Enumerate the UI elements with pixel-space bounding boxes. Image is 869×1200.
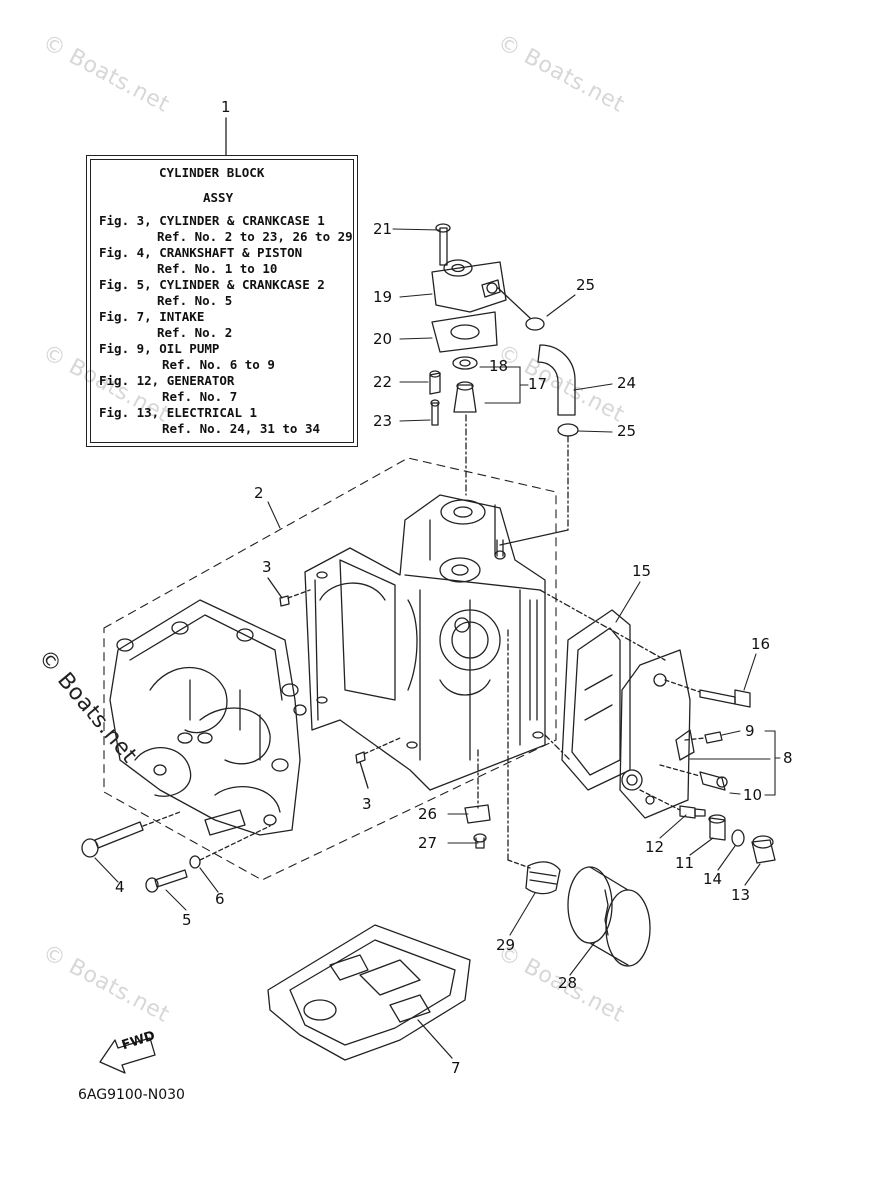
fwd-arrow-icon (99, 1037, 156, 1074)
callout-6: 6 (215, 890, 225, 908)
callout-1: 1 (221, 98, 231, 116)
dowel-pin-drawing (279, 595, 366, 764)
bolt-5-drawing (145, 869, 188, 893)
reference-legend-box-inner (90, 159, 354, 443)
callout-25: 25 (617, 422, 637, 440)
callout-24: 24 (617, 374, 637, 392)
callout-22: 22 (373, 373, 393, 391)
washer-6-drawing (189, 855, 201, 869)
callout-9: 9 (745, 722, 755, 740)
oil-filter-drawing (567, 866, 651, 967)
legend-line: Ref. No. 24, 31 to 34 (162, 421, 321, 436)
callout-17: 17 (528, 375, 548, 393)
legend-line: Ref. No. 2 (157, 325, 233, 340)
gasket-7-drawing (267, 924, 471, 1061)
legend-line: Fig. 7, INTAKE (99, 309, 205, 324)
legend-line: Fig. 4, CRANKSHAFT & PISTON (99, 245, 303, 260)
callout-13: 13 (731, 886, 751, 904)
reference-legend-box (86, 155, 358, 447)
callout-15: 15 (632, 562, 652, 580)
legend-line: Fig. 9, OIL PUMP (99, 341, 220, 356)
callout-25: 25 (576, 276, 596, 294)
callout-12: 12 (645, 838, 665, 856)
callout-19: 19 (373, 288, 393, 306)
thermostat-cover-drawing (429, 223, 531, 496)
callout-23: 23 (373, 412, 393, 430)
legend-line: Fig. 3, CYLINDER & CRANKCASE 1 (99, 213, 325, 228)
anode-drawing (464, 804, 491, 849)
legend-title: CYLINDER BLOCK (159, 165, 265, 180)
callout-7: 7 (451, 1059, 461, 1077)
callout-29: 29 (496, 936, 516, 954)
legend-line: Fig. 13, ELECTRICAL 1 (99, 405, 258, 420)
legend-subtitle: ASSY (203, 190, 234, 205)
crankcase-drawing (109, 599, 307, 836)
legend-line: Ref. No. 1 to 10 (157, 261, 278, 276)
bolt-4-drawing (81, 821, 144, 858)
callout-20: 20 (373, 330, 393, 348)
callout-2: 2 (254, 484, 264, 502)
callout-28: 28 (558, 974, 578, 992)
callout-21: 21 (373, 220, 393, 238)
callout-27: 27 (418, 834, 438, 852)
bolt-drawing (699, 689, 751, 791)
hose-drawing (499, 317, 579, 546)
callout-26: 26 (418, 805, 438, 823)
legend-line: Fig. 12, GENERATOR (99, 373, 235, 388)
callout-3: 3 (362, 795, 372, 813)
leader-lines (94, 228, 781, 976)
callout-11: 11 (675, 854, 695, 872)
callout-18: 18 (489, 357, 509, 375)
callout-8: 8 (783, 749, 793, 767)
callout-16: 16 (751, 635, 771, 653)
assembly-dashed-outline (103, 457, 557, 881)
filter-fitting-drawing (525, 861, 561, 895)
legend-line: Ref. No. 5 (157, 293, 233, 308)
callout-5: 5 (182, 911, 192, 929)
callout-10: 10 (743, 786, 763, 804)
diagram-code: 6AG9100-N030 (78, 1087, 185, 1103)
callout-3: 3 (262, 558, 272, 576)
legend-line: Ref. No. 6 to 9 (162, 357, 275, 372)
legend-line: Fig. 5, CYLINDER & CRANKCASE 2 (99, 277, 325, 292)
side-cover-drawing (619, 649, 695, 819)
callout-14: 14 (703, 870, 723, 888)
cylinder-block-drawing (304, 494, 546, 791)
drain-parts-drawing (679, 805, 776, 864)
legend-line: Ref. No. 2 to 23, 26 to 29 (157, 229, 353, 244)
legend-line: Ref. No. 7 (162, 389, 238, 404)
callout-4: 4 (115, 878, 125, 896)
gasket-15-drawing (561, 609, 631, 791)
